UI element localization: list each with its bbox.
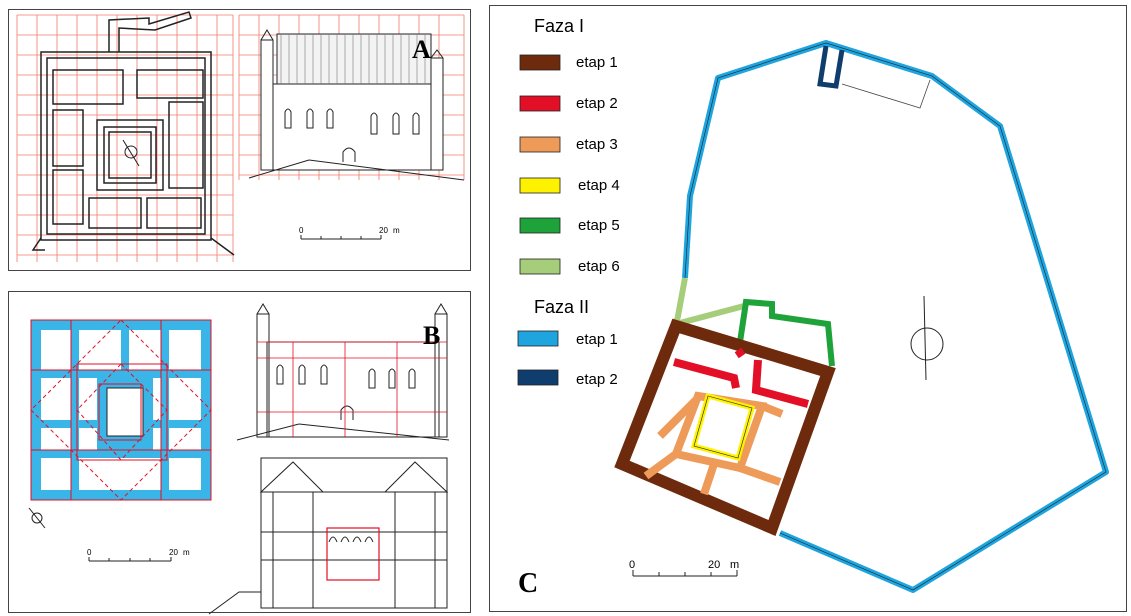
- panel-a-drawing: A 0 20 m: [16, 11, 465, 262]
- outer-wall-phase2-etap1: [682, 40, 1109, 593]
- scale-c-end: 20: [708, 559, 720, 571]
- scale-a-end: 20: [379, 226, 388, 235]
- scale-c-unit: m: [730, 559, 739, 571]
- panel-b-drawing: B 0 20 m: [28, 303, 450, 615]
- inner-court-b: [106, 387, 144, 437]
- elevation-b: [236, 303, 450, 441]
- panel-b-letter: B: [423, 321, 440, 350]
- scale-a-unit: m: [393, 226, 400, 235]
- compass-c: [910, 295, 944, 381]
- legend-swatch-p1-1: [519, 54, 561, 71]
- legend-swatch-p1-3: [519, 136, 561, 153]
- legend-swatch-p1-5: [519, 217, 561, 234]
- court-outline: [693, 395, 753, 459]
- legend-swatch-p1-4: [519, 177, 561, 194]
- thin-annex: [841, 79, 931, 109]
- outer-wall-outline: [684, 42, 1107, 591]
- legend-label-p1-6: etap 6: [578, 258, 620, 275]
- legend-label-p1-2: etap 2: [576, 95, 618, 112]
- wall-phase1-etap6: [671, 277, 745, 329]
- tower-phase2-etap2: [817, 45, 845, 89]
- legend-phase2-title: Faza II: [534, 297, 589, 317]
- castle-elevation: [248, 29, 465, 181]
- legend-label-p2-1: etap 1: [576, 331, 618, 348]
- red-proportion-lines: [257, 341, 447, 437]
- scale-b-end: 20: [169, 548, 178, 557]
- scale-b-unit: m: [183, 548, 190, 557]
- scale-a-start: 0: [299, 226, 304, 235]
- panel-c-letter: C: [518, 568, 538, 599]
- panel-c: 0 20 m C Faza I etap 1 etap 2 etap 3 eta…: [489, 5, 1127, 612]
- legend-swatch-p1-2: [519, 95, 561, 112]
- legend: Faza I etap 1 etap 2 etap 3 etap 4 etap …: [517, 16, 620, 388]
- compass-b: [28, 507, 46, 529]
- panel-a: A 0 20 m: [8, 9, 471, 271]
- panel-c-drawing: 0 20 m C Faza I etap 1 etap 2 etap 3 eta…: [517, 16, 1109, 599]
- wall-phase1-etap5: [737, 298, 835, 367]
- castle-phase1-etap1: [614, 318, 836, 537]
- compass-a: [122, 139, 140, 167]
- scale-bar-b: [88, 557, 172, 562]
- castle-plan: [31, 11, 235, 256]
- legend-label-p2-2: etap 2: [576, 371, 618, 388]
- scale-b-start: 0: [87, 548, 92, 557]
- section-highlight: [326, 527, 380, 581]
- legend-label-p1-3: etap 3: [576, 136, 618, 153]
- legend-swatch-p2-1: [517, 330, 559, 347]
- panel-b: B 0 20 m: [8, 291, 471, 615]
- legend-label-p1-4: etap 4: [578, 177, 620, 194]
- scale-bar-c: [632, 570, 738, 577]
- plan-grid: [16, 14, 234, 262]
- scale-bar-a: [300, 235, 382, 240]
- legend-phase1-title: Faza I: [534, 16, 584, 36]
- red-geometry: [30, 319, 212, 501]
- panel-a-letter: A: [412, 35, 431, 64]
- walls-phase1-etap2: [672, 347, 810, 408]
- legend-swatch-p1-6: [519, 258, 561, 275]
- scale-c-start: 0: [629, 559, 635, 571]
- legend-label-p1-1: etap 1: [576, 54, 618, 71]
- section-b: [208, 457, 449, 615]
- legend-label-p1-5: etap 5: [578, 217, 620, 234]
- legend-swatch-p2-2: [517, 369, 559, 386]
